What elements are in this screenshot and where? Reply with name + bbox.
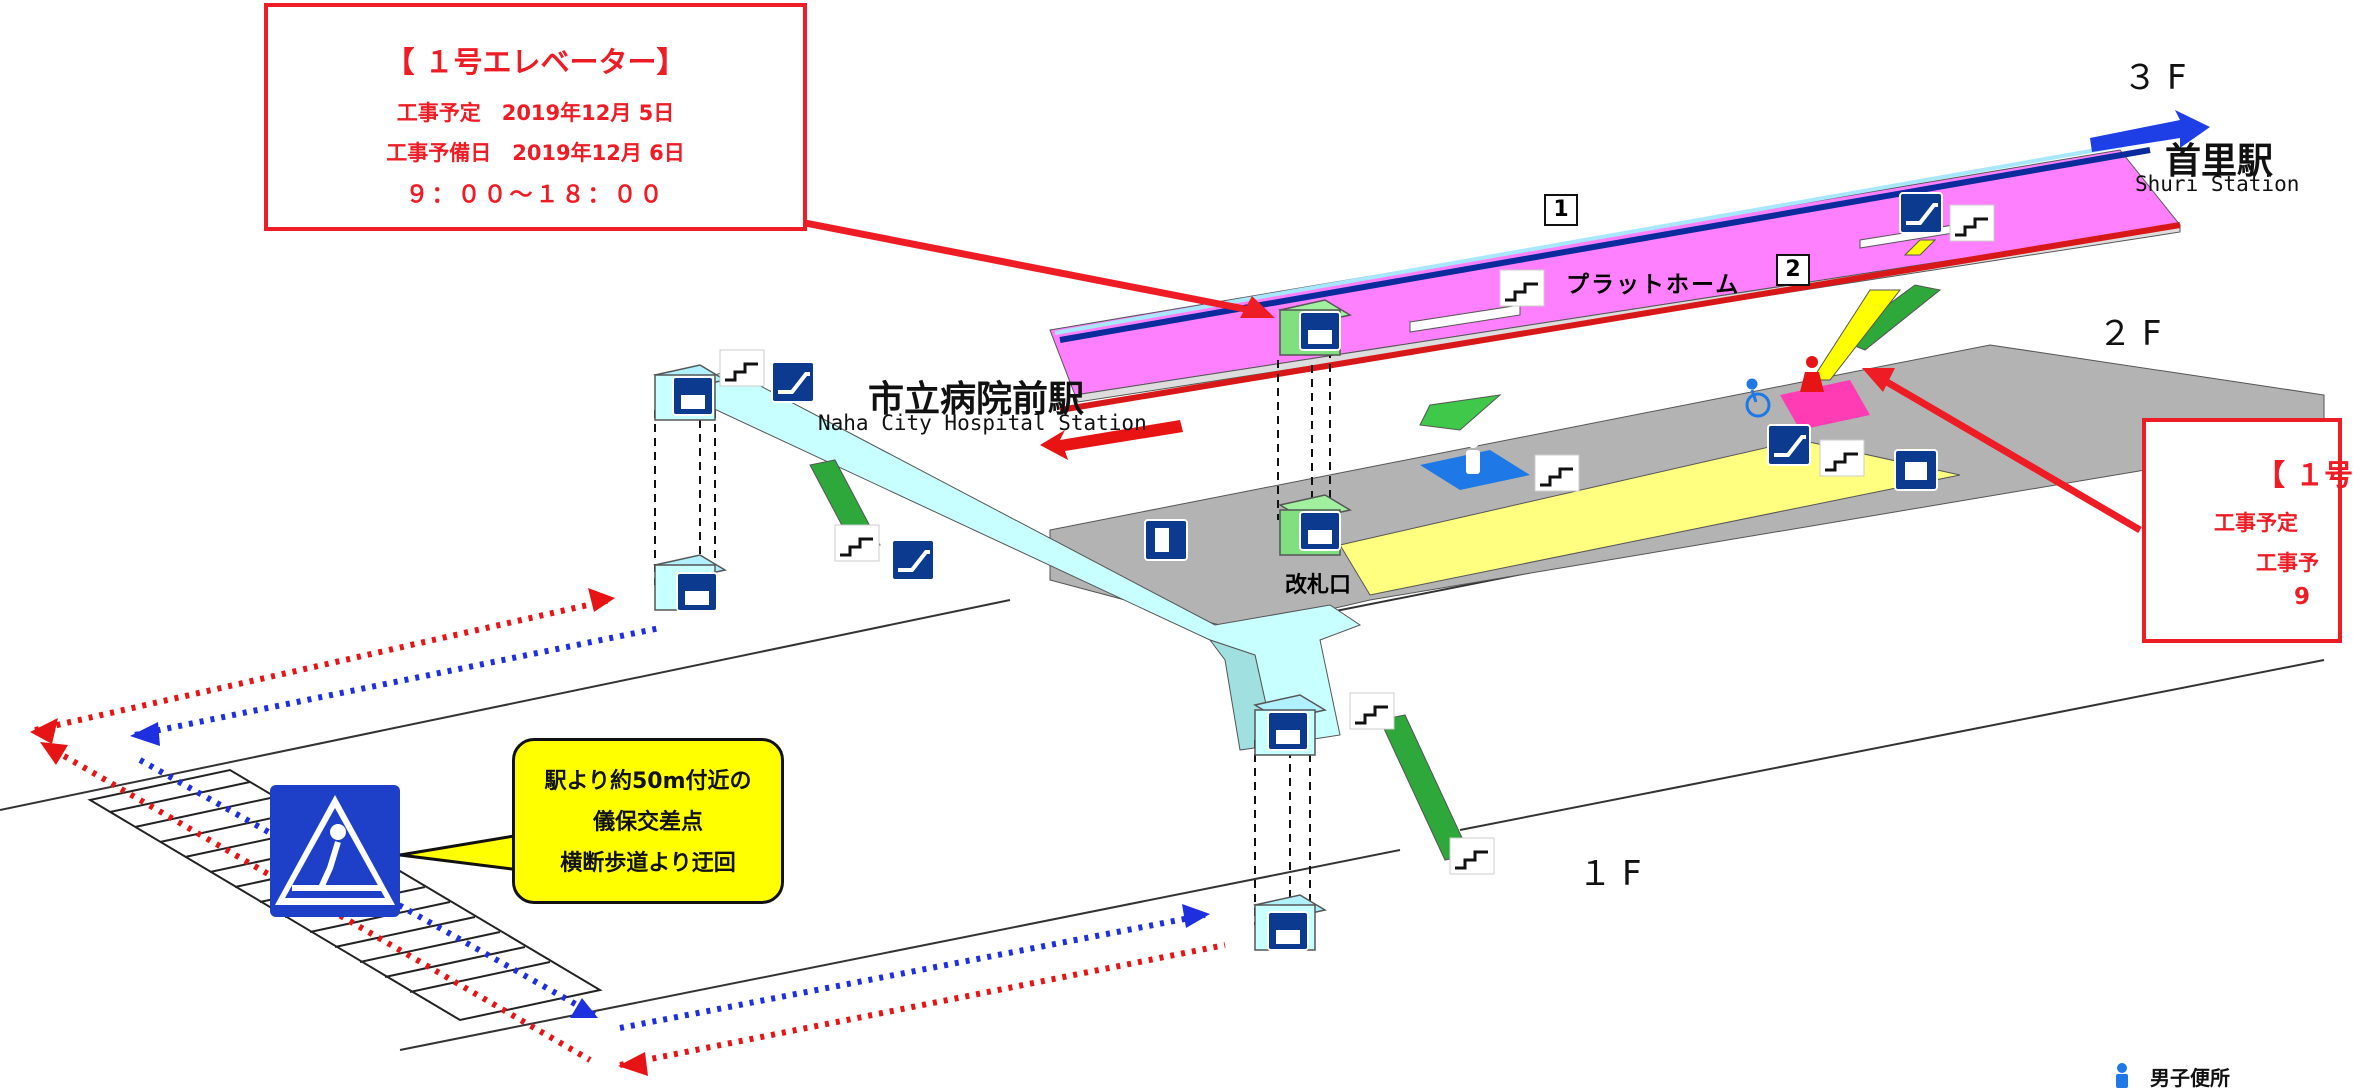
notice-hours-partial: 9 — [2294, 584, 2311, 610]
detour-route-blue — [134, 625, 1206, 1031]
ticket-gate-label: 改札口 — [1285, 573, 1352, 598]
callout-left-arrow — [799, 218, 1261, 316]
notice-schedule-partial: 工事予定 — [2214, 511, 2298, 535]
floor-label-1f: １F — [1578, 854, 1652, 894]
detour-note-bubble: 駅より約50m付近の 儀保交差点 横断歩道より迂回 — [512, 738, 784, 904]
track-2-line — [1059, 222, 2181, 413]
escalator-icon — [891, 539, 935, 581]
notice-schedule-date: 工事予定 2019年12月 5日 — [396, 101, 675, 125]
notice-reserve-date: 工事予備日 2019年12月 6日 — [386, 141, 685, 165]
wheelchair-icon — [1745, 378, 1771, 418]
red-route-arrowheads — [30, 588, 648, 1076]
detour-note-line2: 儀保交差点 — [592, 810, 703, 835]
track-1-number: 1 — [1544, 194, 1578, 226]
escalator-icon — [771, 361, 815, 403]
speech-bubble-tail — [399, 833, 522, 872]
escalator-icon — [1899, 192, 1943, 234]
womens-toilet-area — [1780, 380, 1870, 430]
concourse-paid-area — [1339, 439, 1961, 596]
station-shuri-name-en: Shuri Station — [2135, 172, 2300, 196]
track-2-number: 2 — [1776, 254, 1810, 286]
legend-mens-toilet-icon — [2116, 1063, 2128, 1088]
notice-title: 【 １号エレベーター】 — [385, 45, 686, 79]
escalator-icon — [1767, 424, 1811, 466]
station-hospital-name: 市立病院前駅 — [868, 379, 1085, 420]
notice-hours: ９：００～１８：００ — [405, 182, 666, 208]
floor-label-3f: ３F — [2123, 58, 2197, 98]
station-hospital-name-en: Naha City Hospital Station — [818, 411, 1147, 435]
detour-note-line1: 駅より約50m付近の — [544, 769, 752, 794]
callout-right-arrow — [1878, 374, 2142, 534]
arrow-to-shuri-icon — [2090, 110, 2210, 152]
pedestrian-walkway — [694, 369, 1362, 746]
platform-opening — [1409, 304, 1521, 333]
platform-label: プラットホーム — [1566, 272, 1741, 298]
floor-label-2f: ２F — [2098, 314, 2172, 354]
elevator-construction-notice-left: 【 １号エレベーター】 工事予定 2019年12月 5日 工事予備日 2019年… — [264, 3, 807, 231]
detour-note-line3: 横断歩道より迂回 — [560, 851, 736, 876]
womens-toilet-icon — [1800, 356, 1824, 392]
mens-toilet-icon — [1466, 436, 1480, 474]
pedestrian-crossing-sign-icon — [270, 785, 400, 917]
arrow-to-naha-icon — [1040, 420, 1183, 460]
elevator-icon-glyphs — [681, 330, 1332, 944]
notice-title-partial: 【 １号 — [2256, 458, 2353, 492]
blue-route-arrowheads — [130, 722, 1210, 1018]
stairs-icon-glyphs — [725, 217, 1988, 870]
elevator-construction-notice-right: 【 １号 工事予定 工事予 9 — [2142, 418, 2353, 643]
detour-route-red — [34, 597, 1226, 1068]
station-shuri-name: 首里駅 — [2165, 141, 2274, 182]
legend-mens-toilet-label: 男子便所 — [2150, 1066, 2230, 1090]
notice-reserve-partial: 工事予 — [2256, 551, 2319, 575]
